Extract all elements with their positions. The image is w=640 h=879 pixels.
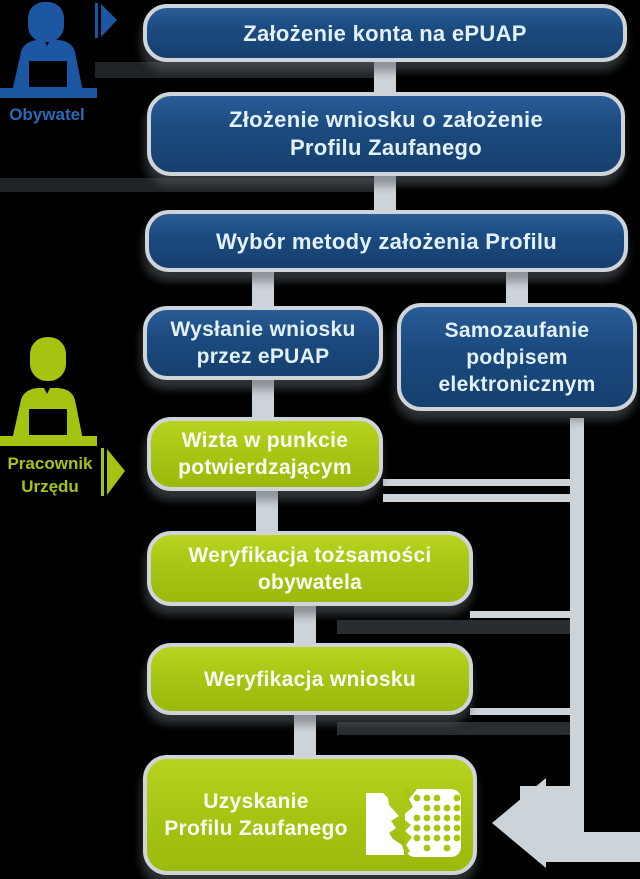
connector-stub (374, 172, 396, 214)
connector-stub (294, 601, 316, 646)
flow-connector-line (383, 494, 581, 502)
clerk-arrow-icon (101, 448, 125, 496)
step-zlozenie-wniosku: Złożenie wniosku o założenie Profilu Zau… (147, 92, 625, 176)
actor-clerk: Pracownik Urzędu (0, 333, 130, 508)
connector-stub (252, 266, 274, 310)
connector-stub (256, 486, 278, 534)
step-samozaufanie: Samozaufanie podpisem elektronicznym (397, 303, 637, 411)
flow-connector-line (383, 479, 575, 486)
step-zalozenie-konta: Założenie konta na ePUAP (143, 4, 627, 62)
box-shadow-band (337, 722, 577, 735)
citizen-label: Obywatel (9, 105, 85, 124)
connector-stub (506, 266, 528, 307)
connector-stub (294, 711, 316, 758)
flow-connector-line (470, 611, 584, 618)
step-wyslanie-wniosku: Wysłanie wniosku przez ePUAP (143, 306, 383, 380)
flow-arrow-tail (538, 832, 640, 862)
step-wybor-metody: Wybór metody założenia Profilu (145, 210, 628, 272)
actor-citizen: Obywatel (0, 0, 130, 130)
clerk-label: Pracownik Urzędu (7, 454, 93, 496)
clerk-at-computer-icon (0, 337, 97, 446)
flow-vertical-line (570, 418, 584, 834)
citizen-at-computer-icon (0, 2, 117, 98)
box-shadow-band (337, 620, 577, 634)
connector-stub (252, 374, 274, 420)
step-weryfikacja-wniosku: Weryfikacja wniosku (147, 643, 473, 715)
connector-stub (374, 58, 396, 96)
citizen-arrow-icon (95, 3, 117, 38)
flow-connector-line (470, 708, 584, 715)
step-uzyskanie-profilu: Uzyskanie Profilu Zaufanego (143, 755, 477, 875)
step-weryfikacja-tozsamosci: Weryfikacja tożsamości obywatela (147, 531, 473, 606)
box-shadow-band (0, 178, 383, 192)
profil-zaufany-icon (366, 789, 461, 857)
box-shadow-band (95, 62, 385, 78)
step-wizyta-punkt: Wizta w punkcie potwierdzającym (147, 417, 383, 491)
flow-arrow-left-icon (492, 778, 546, 868)
